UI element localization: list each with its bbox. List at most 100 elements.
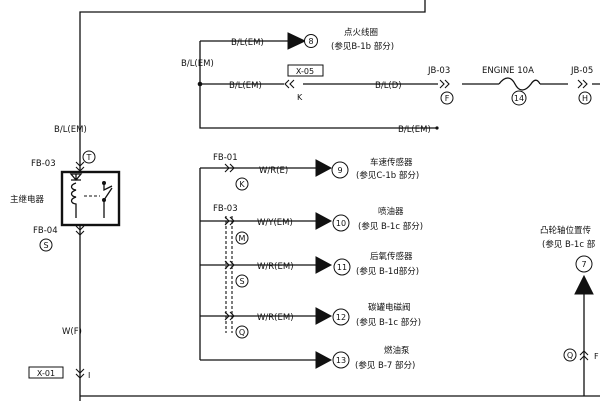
camshaft-ref: (参见 B-1c 部: [542, 239, 596, 250]
x05-connector-label: X-05: [296, 67, 314, 76]
top-frame-wire: [79, 0, 426, 401]
output-12-arrow: [315, 307, 333, 325]
ignition-pin-circle: [304, 34, 318, 48]
output-9-pin-circle: [235, 177, 249, 191]
output-9-arrow: [315, 159, 333, 177]
output-12-wire-label: W/R(EM): [257, 313, 294, 323]
output-11-pin-circle: [235, 274, 249, 288]
x05-pin-label: K: [297, 93, 303, 102]
ignition-title: 点火线圈: [344, 27, 378, 38]
output-12-num-label: 12: [336, 313, 346, 322]
ignition-arrow: [287, 32, 307, 50]
main-relay-box: [60, 170, 121, 227]
camshaft-num-label: 7: [581, 260, 586, 269]
output-13-arrow: [315, 351, 333, 369]
fb03-pin-label: T: [86, 153, 92, 162]
output-10-arrow: [315, 212, 333, 230]
output-11-title: 后氧传感器: [370, 251, 413, 262]
relay-bottom-wire-label: W(F): [62, 327, 82, 337]
camshaft-arrow: [574, 274, 594, 295]
output-11-chevron: [224, 260, 235, 270]
output-10-pin-circle: [235, 231, 249, 245]
x01-pin-label: I: [88, 371, 90, 380]
camshaft-num-circle: [575, 255, 593, 273]
fuse-label: ENGINE 10A: [482, 66, 534, 76]
output-9-pin-label: K: [239, 180, 245, 189]
output-11-wire-label: W/R(EM): [257, 262, 294, 272]
ignition-pin-label: 8: [308, 37, 313, 46]
x01-chevron: [75, 368, 85, 379]
output-9-wire-label: W/R(E): [259, 166, 288, 176]
output-12-pin-circle: [235, 325, 249, 339]
x05-connector-chevron: [284, 79, 295, 89]
junction-dot: [197, 81, 203, 87]
bottom-wire-label: B/L(EM): [398, 125, 431, 135]
camshaft-title: 凸轮轴位置传: [540, 225, 592, 236]
camshaft-pin-circle: [563, 348, 577, 362]
output-9-title: 车速传感器: [370, 157, 413, 168]
jb03-pin-circle: [440, 91, 454, 105]
jb03-pin-label: F: [445, 94, 450, 103]
fb03-label: FB-03: [31, 159, 56, 169]
ignition-ref: (参见B-1b 部分): [331, 41, 394, 52]
output-10-pin-label: M: [239, 234, 246, 243]
output-11-num-circle: [333, 258, 351, 276]
output-10-title: 喷油器: [378, 206, 404, 217]
trunk-wire-label: B/L(EM): [181, 59, 214, 69]
fb04-pin-label: S: [43, 241, 48, 250]
relay-top-wire-label: B/L(EM): [54, 125, 87, 135]
jb05-pin-label: H: [582, 94, 588, 103]
output-12-pin-label: Q: [239, 328, 245, 337]
output-10-num-label: 10: [336, 219, 346, 228]
x01-connector-label: X-01: [37, 369, 55, 378]
relay-switch: [103, 183, 113, 218]
main-relay-label: 主继电器: [10, 194, 45, 205]
jb05-label: JB-05: [570, 66, 593, 76]
fb04-pin-circle: [39, 238, 53, 252]
relay-coil: [70, 182, 77, 218]
output-13-num-label: 13: [336, 356, 346, 365]
relay-switch-contact-bottom: [102, 198, 106, 202]
camshaft-pin-right-label: F: [594, 352, 599, 361]
camshaft-chevron: [579, 350, 589, 361]
output-13-num-circle: [332, 351, 350, 369]
output-11-ref: (参见 B-1d部分): [356, 266, 419, 277]
fb04-chevron: [75, 225, 85, 236]
x01-connector-box: [28, 366, 64, 379]
junction-dot-end: [435, 126, 439, 130]
output-10-chevron: [224, 216, 235, 226]
engine-row-wire-label-left: B/L(EM): [229, 81, 262, 91]
fb03-pin-circle: [82, 150, 96, 164]
output-9-num-circle: [331, 161, 349, 179]
jb03-label: JB-03: [427, 66, 450, 76]
relay-internal-diode: [69, 173, 83, 182]
engine-row-wire-label-right: B/L(D): [375, 81, 402, 91]
fb04-label: FB-04: [33, 226, 58, 236]
output-10-num-circle: [332, 214, 350, 232]
output-9-ref: (参见C-1b 部分): [356, 170, 419, 181]
output-12-title: 碳罐电磁阀: [368, 302, 411, 313]
output-12-chevron: [224, 311, 235, 321]
relay-switch-contact-top: [102, 181, 106, 185]
output-12-ref: (参见 B-1c 部分): [356, 317, 421, 328]
x05-connector-box: [287, 64, 324, 77]
output-11-pin-label: S: [239, 277, 244, 286]
jb05-pin-circle: [578, 91, 592, 105]
output-10-wire-label: W/Y(EM): [257, 218, 293, 228]
fuse-symbol: [498, 77, 541, 91]
output-10-fb-label: FB-03: [213, 204, 238, 214]
output-9-num-label: 9: [337, 166, 342, 175]
trunk-vertical-wire: [199, 41, 436, 129]
output-13-ref: (参见 B-7 部分): [355, 360, 415, 371]
camshaft-pin-label: Q: [567, 351, 573, 360]
jb05-chevron: [577, 79, 588, 89]
fuse-pin-label: 14: [514, 94, 524, 103]
output-9-fb-label: FB-01: [213, 153, 238, 163]
ignition-wire-label: B/L(EM): [231, 38, 264, 48]
fuse-pin-circle: [511, 90, 527, 106]
jb03-chevron: [439, 79, 450, 89]
output-11-num-label: 11: [337, 263, 347, 272]
output-12-num-circle: [332, 308, 350, 326]
